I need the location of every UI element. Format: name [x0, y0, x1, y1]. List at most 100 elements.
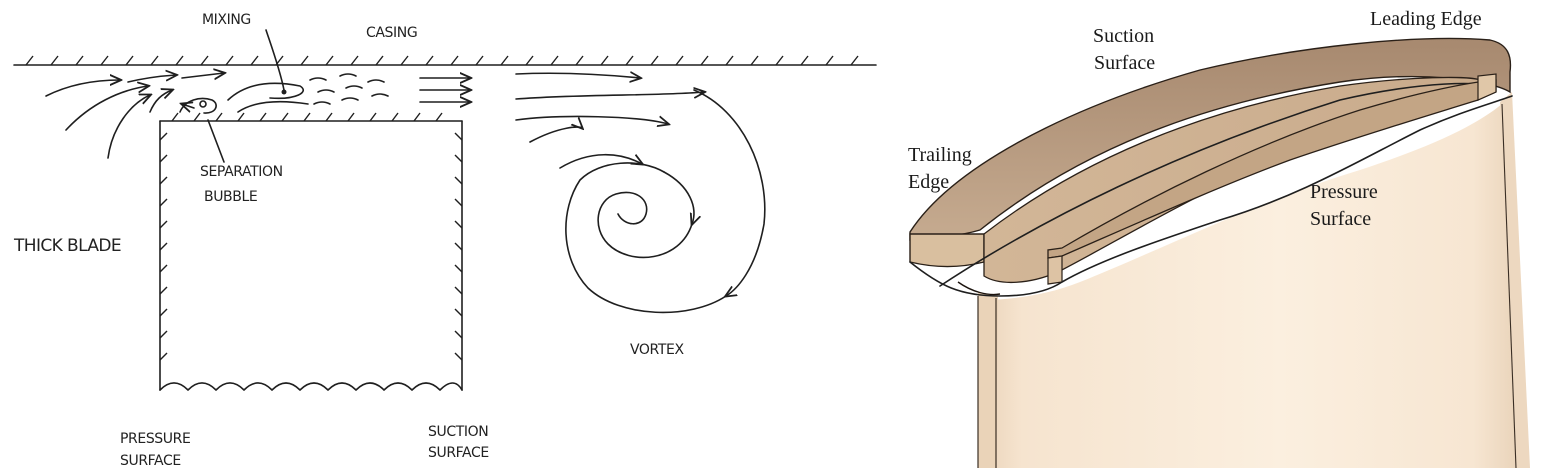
leakage-flow-arrows — [45, 73, 224, 159]
blade-side-hatch — [454, 330, 463, 339]
pressure-surface-label-line1: Pressure — [1310, 181, 1378, 203]
casing-hatch — [175, 55, 184, 66]
casing-hatch — [650, 55, 659, 66]
blade-top-hatch — [325, 112, 333, 122]
casing-hatch — [325, 55, 334, 66]
blade-top-hatch — [347, 112, 355, 122]
blade-side-hatch — [159, 154, 168, 163]
blade-top-hatch — [215, 112, 223, 122]
pressure-surface-label-line2: SURFACE — [120, 453, 181, 469]
casing-wall — [13, 55, 877, 66]
blade-body — [978, 104, 1528, 468]
leading-edge-side — [1500, 92, 1530, 468]
rim-face-pressure — [1047, 255, 1063, 285]
blade-side-hatch — [454, 176, 463, 185]
blade-side-hatch — [159, 242, 168, 251]
blade-side-hatch — [159, 132, 168, 141]
blade-top-hatch — [391, 112, 399, 122]
blade-side-hatch — [159, 330, 168, 339]
blade-side-hatch — [159, 176, 168, 185]
casing-hatch — [500, 55, 509, 66]
tip-leakage-sketch: MIXING CASING SEPARATION BUBBLE THICK BL… — [13, 12, 877, 469]
blade-side-hatch — [454, 198, 463, 207]
blade-side-hatch — [454, 132, 463, 141]
blade-side-hatch — [454, 154, 463, 163]
vortex — [515, 73, 766, 314]
casing-hatch — [25, 55, 34, 66]
casing-hatch — [450, 55, 459, 66]
squealer-tip-render: Suction Surface Leading Edge Trailing Ed… — [908, 8, 1530, 469]
casing-hatch — [850, 55, 859, 66]
suction-surface-label-line1: SUCTION — [428, 424, 488, 440]
pressure-surface-label-line1: PRESSURE — [120, 431, 190, 447]
blade-top-hatch — [259, 112, 267, 122]
mixing-label: MIXING — [202, 12, 251, 28]
mixing-region — [227, 29, 389, 113]
blade-side-hatch — [159, 286, 168, 295]
blade-top-hatch — [413, 112, 421, 122]
casing-hatch — [200, 55, 209, 66]
casing-hatch — [100, 55, 109, 66]
casing-label: CASING — [366, 25, 417, 41]
casing-hatch — [600, 55, 609, 66]
trailing-edge-label-line2: Edge — [908, 171, 949, 193]
blade-break-line — [159, 382, 463, 391]
trailing-edge-strip — [978, 292, 998, 468]
blade-side-hatch — [454, 242, 463, 251]
vortex-label: VORTEX — [630, 342, 684, 358]
blade-side-hatch — [159, 220, 168, 229]
blade-side-hatch — [159, 198, 168, 207]
bubble-label: BUBBLE — [204, 189, 257, 205]
casing-hatch — [125, 55, 134, 66]
casing-hatch — [725, 55, 734, 66]
casing-hatch — [375, 55, 384, 66]
suction-surface-label-line1: Suction — [1093, 25, 1154, 47]
casing-hatch — [150, 55, 159, 66]
casing-hatch — [425, 55, 434, 66]
casing-hatch — [625, 55, 634, 66]
blade-top-hatch — [303, 112, 311, 122]
blade-side-hatch — [454, 352, 463, 361]
rim-face-leading — [1477, 73, 1497, 101]
casing-hatch — [700, 55, 709, 66]
casing-hatch — [750, 55, 759, 66]
casing-hatch — [400, 55, 409, 66]
blade-top-hatch — [281, 112, 289, 122]
blade-top-hatch — [171, 112, 179, 122]
casing-hatch — [350, 55, 359, 66]
blade-top-hatch — [193, 112, 201, 122]
casing-hatch — [775, 55, 784, 66]
suction-surface-label-line2: Surface — [1094, 52, 1155, 74]
separation-bubble — [180, 97, 225, 163]
blade-top-hatch — [237, 112, 245, 122]
blade-top-hatch — [435, 112, 443, 122]
squealer-rim-outer — [909, 37, 1512, 241]
casing-hatch — [475, 55, 484, 66]
blade-side-hatch — [454, 220, 463, 229]
casing-hatch — [550, 55, 559, 66]
blade-side-hatch — [159, 264, 168, 273]
blade-side-hatch — [454, 286, 463, 295]
casing-hatch — [825, 55, 834, 66]
blade-side-hatch — [454, 264, 463, 273]
casing-hatch — [50, 55, 59, 66]
blade-top-hatch — [369, 112, 377, 122]
casing-hatch — [800, 55, 809, 66]
leading-edge-label: Leading Edge — [1370, 8, 1482, 30]
casing-hatch — [575, 55, 584, 66]
separation-label: SEPARATION — [200, 164, 283, 180]
casing-hatch — [250, 55, 259, 66]
pressure-surface-label-line2: Surface — [1310, 208, 1371, 230]
blade-side-hatch — [159, 352, 168, 361]
thick-blade-label: THICK BLADE — [13, 236, 121, 256]
blade-side-hatch — [454, 308, 463, 317]
casing-hatch — [225, 55, 234, 66]
exit-flow-arrows — [419, 78, 470, 102]
suction-surface-label-line2: SURFACE — [428, 445, 489, 461]
casing-hatch — [675, 55, 684, 66]
trailing-edge-label-line1: Trailing — [908, 144, 972, 166]
casing-hatch — [525, 55, 534, 66]
casing-hatch — [75, 55, 84, 66]
